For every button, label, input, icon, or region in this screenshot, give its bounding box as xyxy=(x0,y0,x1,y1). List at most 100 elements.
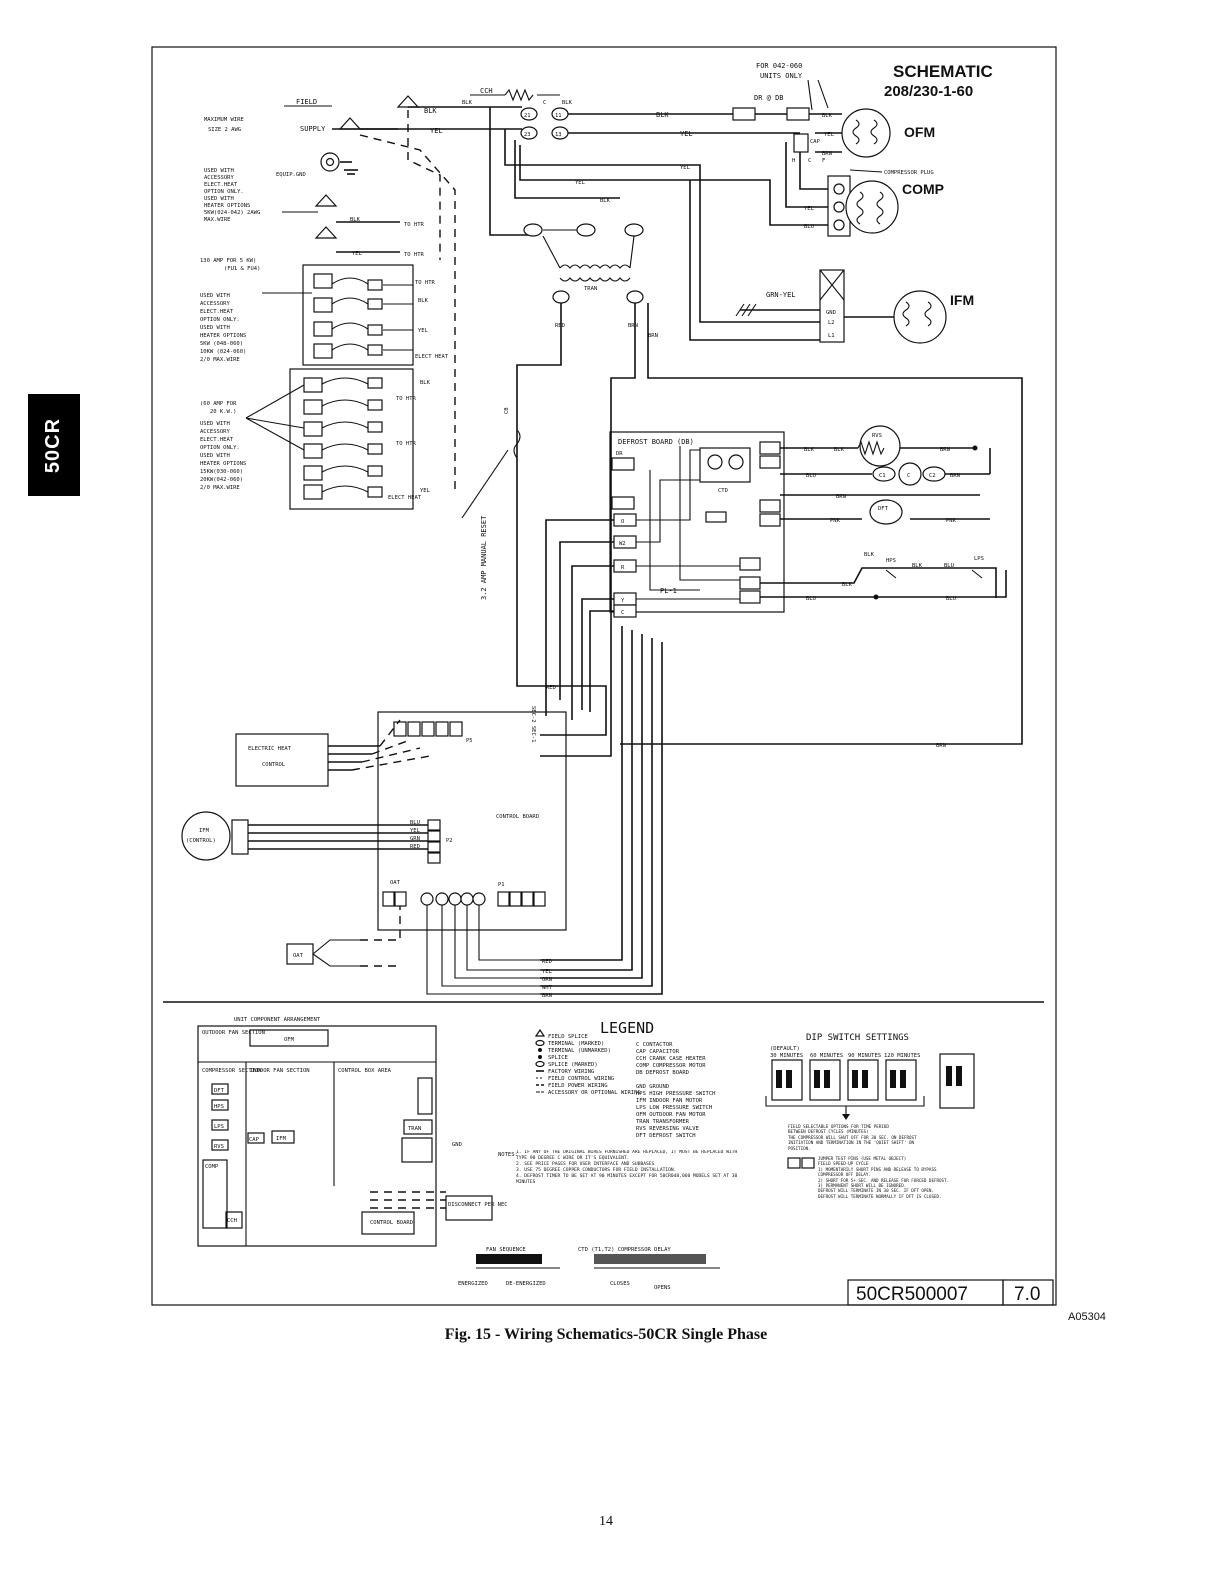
term-13-text: 13 xyxy=(555,132,562,138)
tstat-red xyxy=(478,905,540,961)
cb-small-label: CB xyxy=(504,407,510,414)
fan-deenergized: DE-ENERGIZED xyxy=(506,1281,546,1287)
notes-block: 1. IF ANY OF THE ORIGINAL WIRES FURNISHE… xyxy=(516,1150,737,1185)
speedup-pin-2 xyxy=(801,1157,815,1169)
comp-winding xyxy=(856,191,864,225)
compressor-motor xyxy=(845,180,899,234)
cb3-terminal-b xyxy=(367,324,383,336)
tstat-yel xyxy=(466,905,540,971)
cb2-6-a xyxy=(303,484,323,500)
heater-note-1: ACCESSORY xyxy=(204,175,234,181)
ifm-control-red: RED xyxy=(410,844,420,850)
cb-note-1-4: USED WITH xyxy=(200,325,230,331)
cb-block2-yel: YEL xyxy=(420,488,431,494)
p5-pin-1 xyxy=(393,721,407,737)
equip-ground-center xyxy=(325,157,335,167)
tran-200 xyxy=(523,223,543,237)
ifm-control-label-2: (CONTROL) xyxy=(186,838,216,844)
heater-connector-1 xyxy=(314,194,338,207)
schematic-border xyxy=(151,46,1057,1306)
p1-pin-d xyxy=(533,891,546,907)
tstat-w xyxy=(435,892,449,906)
arr-cch-label: CCH xyxy=(227,1218,237,1224)
legend-title: LEGEND xyxy=(600,1019,654,1037)
oat-sensor: OAT xyxy=(286,906,401,967)
cb-note-1-8: 2/0 MAX.WIRE xyxy=(200,357,240,363)
ifm-plug xyxy=(819,269,845,343)
tstat-wht-label: WHT xyxy=(542,985,553,991)
dr-of1 xyxy=(611,457,635,471)
legend-splice-icon xyxy=(538,1055,542,1059)
dip-title: DIP SWITCH SETTINGS xyxy=(806,1033,909,1043)
for-units-pointer xyxy=(807,79,829,111)
compressor-plug-pointer xyxy=(849,169,883,173)
cb-note-1-0: USED WITH xyxy=(200,293,230,299)
oat-pin-2 xyxy=(394,891,407,907)
note-3: 3. USE 75 DEGREE COPPER CONDUCTORS FOR F… xyxy=(516,1168,677,1173)
supply-connector-2 xyxy=(338,117,362,130)
arr-rvs-label: RVS xyxy=(214,1144,224,1150)
sec-label: SEC-2 SEC-1 xyxy=(530,706,536,742)
dip-opt-2: 60 MINUTES xyxy=(810,1053,843,1059)
cb-block2-to-htr-1: TO HTR xyxy=(396,396,417,402)
heater-note-2: ELECT.HEAT xyxy=(204,182,238,188)
heater-note-5: HEATER OPTIONS xyxy=(204,203,250,209)
tran-r-terminal xyxy=(552,290,570,304)
cb1-terminal-a xyxy=(313,273,333,289)
cb2-1-a xyxy=(303,377,323,393)
ifm-control-plug xyxy=(231,819,249,855)
cb-note-2-0: (60 AMP FOR xyxy=(200,401,237,407)
control-board-frame xyxy=(377,711,567,931)
page-number: 14 xyxy=(599,1514,613,1529)
cb2-4-a xyxy=(303,443,323,459)
comp-plug-r xyxy=(833,219,845,231)
legend-c2-3: COMP COMPRESSOR MOTOR xyxy=(636,1063,706,1069)
control-board: CONTROL BOARD P5 SEC-2 SEC-1 P2 OAT P1 R… xyxy=(377,706,567,999)
control-wires xyxy=(540,519,663,995)
legend-c1-2: TERMINAL (UNMARKED) xyxy=(548,1048,611,1054)
comp-plug-s xyxy=(833,201,845,213)
note-2: 2. SEE PRICE PAGES FOR USER INTERFACE AN… xyxy=(516,1162,655,1167)
legend-c1-8: ACCESSORY OR OPTIONAL WIRING xyxy=(548,1090,641,1096)
cb2-2-b xyxy=(367,399,383,411)
dip-sw-2-a xyxy=(814,1070,820,1088)
db-dft-out xyxy=(759,513,781,527)
dip-note-4: POSITION. xyxy=(788,1145,811,1151)
legend-terminal-marked-icon xyxy=(535,1039,545,1047)
cb-block-2-frame xyxy=(289,368,414,510)
db-c-terminal xyxy=(613,604,637,618)
equip-gnd-label: EQUIP.GND xyxy=(276,172,306,178)
dip-sw-1-a xyxy=(776,1070,782,1088)
lps-label: LPS xyxy=(974,556,984,562)
p5-pin-2 xyxy=(407,721,421,737)
legend-c2-4: DB DEFROST BOARD xyxy=(636,1070,689,1076)
control-board-label: CONTROL BOARD xyxy=(496,814,539,820)
dip-sw-4-a xyxy=(890,1070,896,1088)
arr-ifm-box xyxy=(271,1130,295,1144)
hps-label: HPS xyxy=(886,558,896,564)
ifm-motor xyxy=(893,290,947,344)
lps-blu-wire xyxy=(760,570,1007,598)
compressor-plug-label: COMPRESSOR PLUG xyxy=(884,170,934,176)
dft-pnk-label-2: PNK xyxy=(946,518,957,524)
legend-c2-2: CCH CRANK CASE HEATER xyxy=(636,1056,706,1062)
ctd-relay-2 xyxy=(728,454,744,470)
tran-brn-label-2: BRN xyxy=(648,333,658,339)
ctrl-brn-run xyxy=(540,642,663,995)
arr-dft xyxy=(211,1083,229,1095)
p2-pin-3 xyxy=(427,841,441,853)
defrost-board: DEFROST BOARD (DB) DR CTD O W2 R Y C PL-… xyxy=(609,431,785,618)
term-11-text: 11 xyxy=(555,113,562,119)
dip-switch-settings: DIP SWITCH SETTINGS (DEFAULT) 30 MINUTES… xyxy=(765,1033,975,1199)
dip-default: (DEFAULT) xyxy=(770,1046,800,1052)
section-side-tab: 50CR xyxy=(28,394,80,496)
oat-pin-1 xyxy=(382,891,395,907)
cb-note-2-7: HEATER OPTIONS xyxy=(200,461,246,467)
cb-note-2-9: 20KW(042-060) xyxy=(200,477,243,483)
cb-block2-to-htr-2: TO HTR xyxy=(396,441,417,447)
reversing-valve-section: BLK BLK RVS BRN BLU C1 C C2 BRN BRN PNK … xyxy=(760,425,1007,602)
figure-caption: Fig. 15 - Wiring Schematics-50CR Single … xyxy=(444,1326,768,1343)
cch-blk-2: BLK xyxy=(562,100,573,106)
speedup-note-block: JUMPER TEST PINS (USE METAL OBJECT) FIEL… xyxy=(818,1156,949,1199)
contactor-area: CCH BLK BLK C 21 11 23 13 BLK YEL BLK YE… xyxy=(462,87,836,323)
